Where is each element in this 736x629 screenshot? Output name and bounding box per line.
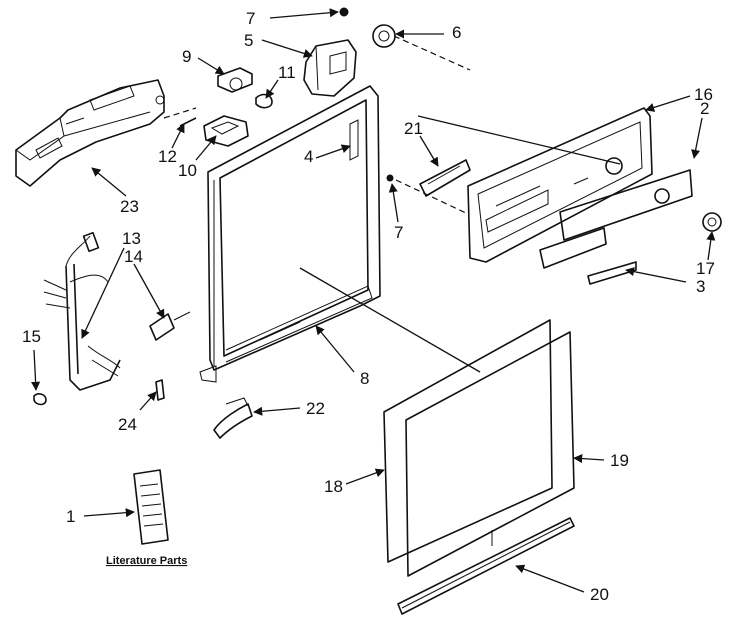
vent-bracket-part bbox=[386, 159, 471, 197]
callout-24: 24 bbox=[118, 415, 137, 434]
callout-5: 5 bbox=[244, 31, 253, 50]
callout-7-top: 7 bbox=[246, 9, 255, 28]
leader-lines bbox=[31, 8, 716, 593]
wiring-harness-part bbox=[33, 231, 191, 406]
callout-17: 17 bbox=[696, 259, 715, 278]
callout-10: 10 bbox=[178, 161, 197, 180]
callout-19: 19 bbox=[610, 451, 629, 470]
callout-9: 9 bbox=[182, 47, 191, 66]
callout-12: 12 bbox=[158, 147, 177, 166]
callout-18: 18 bbox=[324, 477, 343, 496]
inner-door-frame-part bbox=[199, 85, 381, 383]
callout-2: 2 bbox=[700, 99, 709, 118]
hinge-clip-part bbox=[155, 379, 253, 439]
callout-21: 21 bbox=[404, 119, 423, 138]
literature-parts-label: Literature Parts bbox=[106, 555, 187, 567]
callout-labels: 1 2 3 4 5 6 7 7 8 9 10 11 12 13 14 15 16… bbox=[22, 9, 715, 604]
callout-11: 11 bbox=[278, 63, 296, 82]
callout-16: 16 bbox=[694, 85, 713, 104]
callout-3: 3 bbox=[696, 277, 705, 296]
upper-housing-part bbox=[15, 79, 165, 187]
callout-22: 22 bbox=[306, 399, 325, 418]
callout-23: 23 bbox=[120, 197, 139, 216]
callout-15: 15 bbox=[22, 327, 41, 346]
alignment-lines bbox=[163, 35, 471, 215]
door-panel-part bbox=[383, 319, 575, 577]
bracket-cluster-part bbox=[179, 67, 273, 147]
callout-4: 4 bbox=[304, 147, 313, 166]
callout-6: 6 bbox=[452, 23, 461, 42]
control-panel-part bbox=[467, 107, 653, 263]
callout-1: 1 bbox=[66, 507, 75, 526]
callout-20: 20 bbox=[590, 585, 609, 604]
literature-booklet-part bbox=[133, 469, 169, 545]
faceplate-part bbox=[539, 169, 722, 285]
callout-13: 13 bbox=[122, 229, 141, 248]
bottom-trim-part bbox=[397, 517, 575, 615]
callout-8: 8 bbox=[360, 369, 369, 388]
switch-assembly-part bbox=[303, 7, 396, 97]
callout-7-mid: 7 bbox=[394, 223, 403, 242]
callout-14: 14 bbox=[124, 247, 143, 266]
